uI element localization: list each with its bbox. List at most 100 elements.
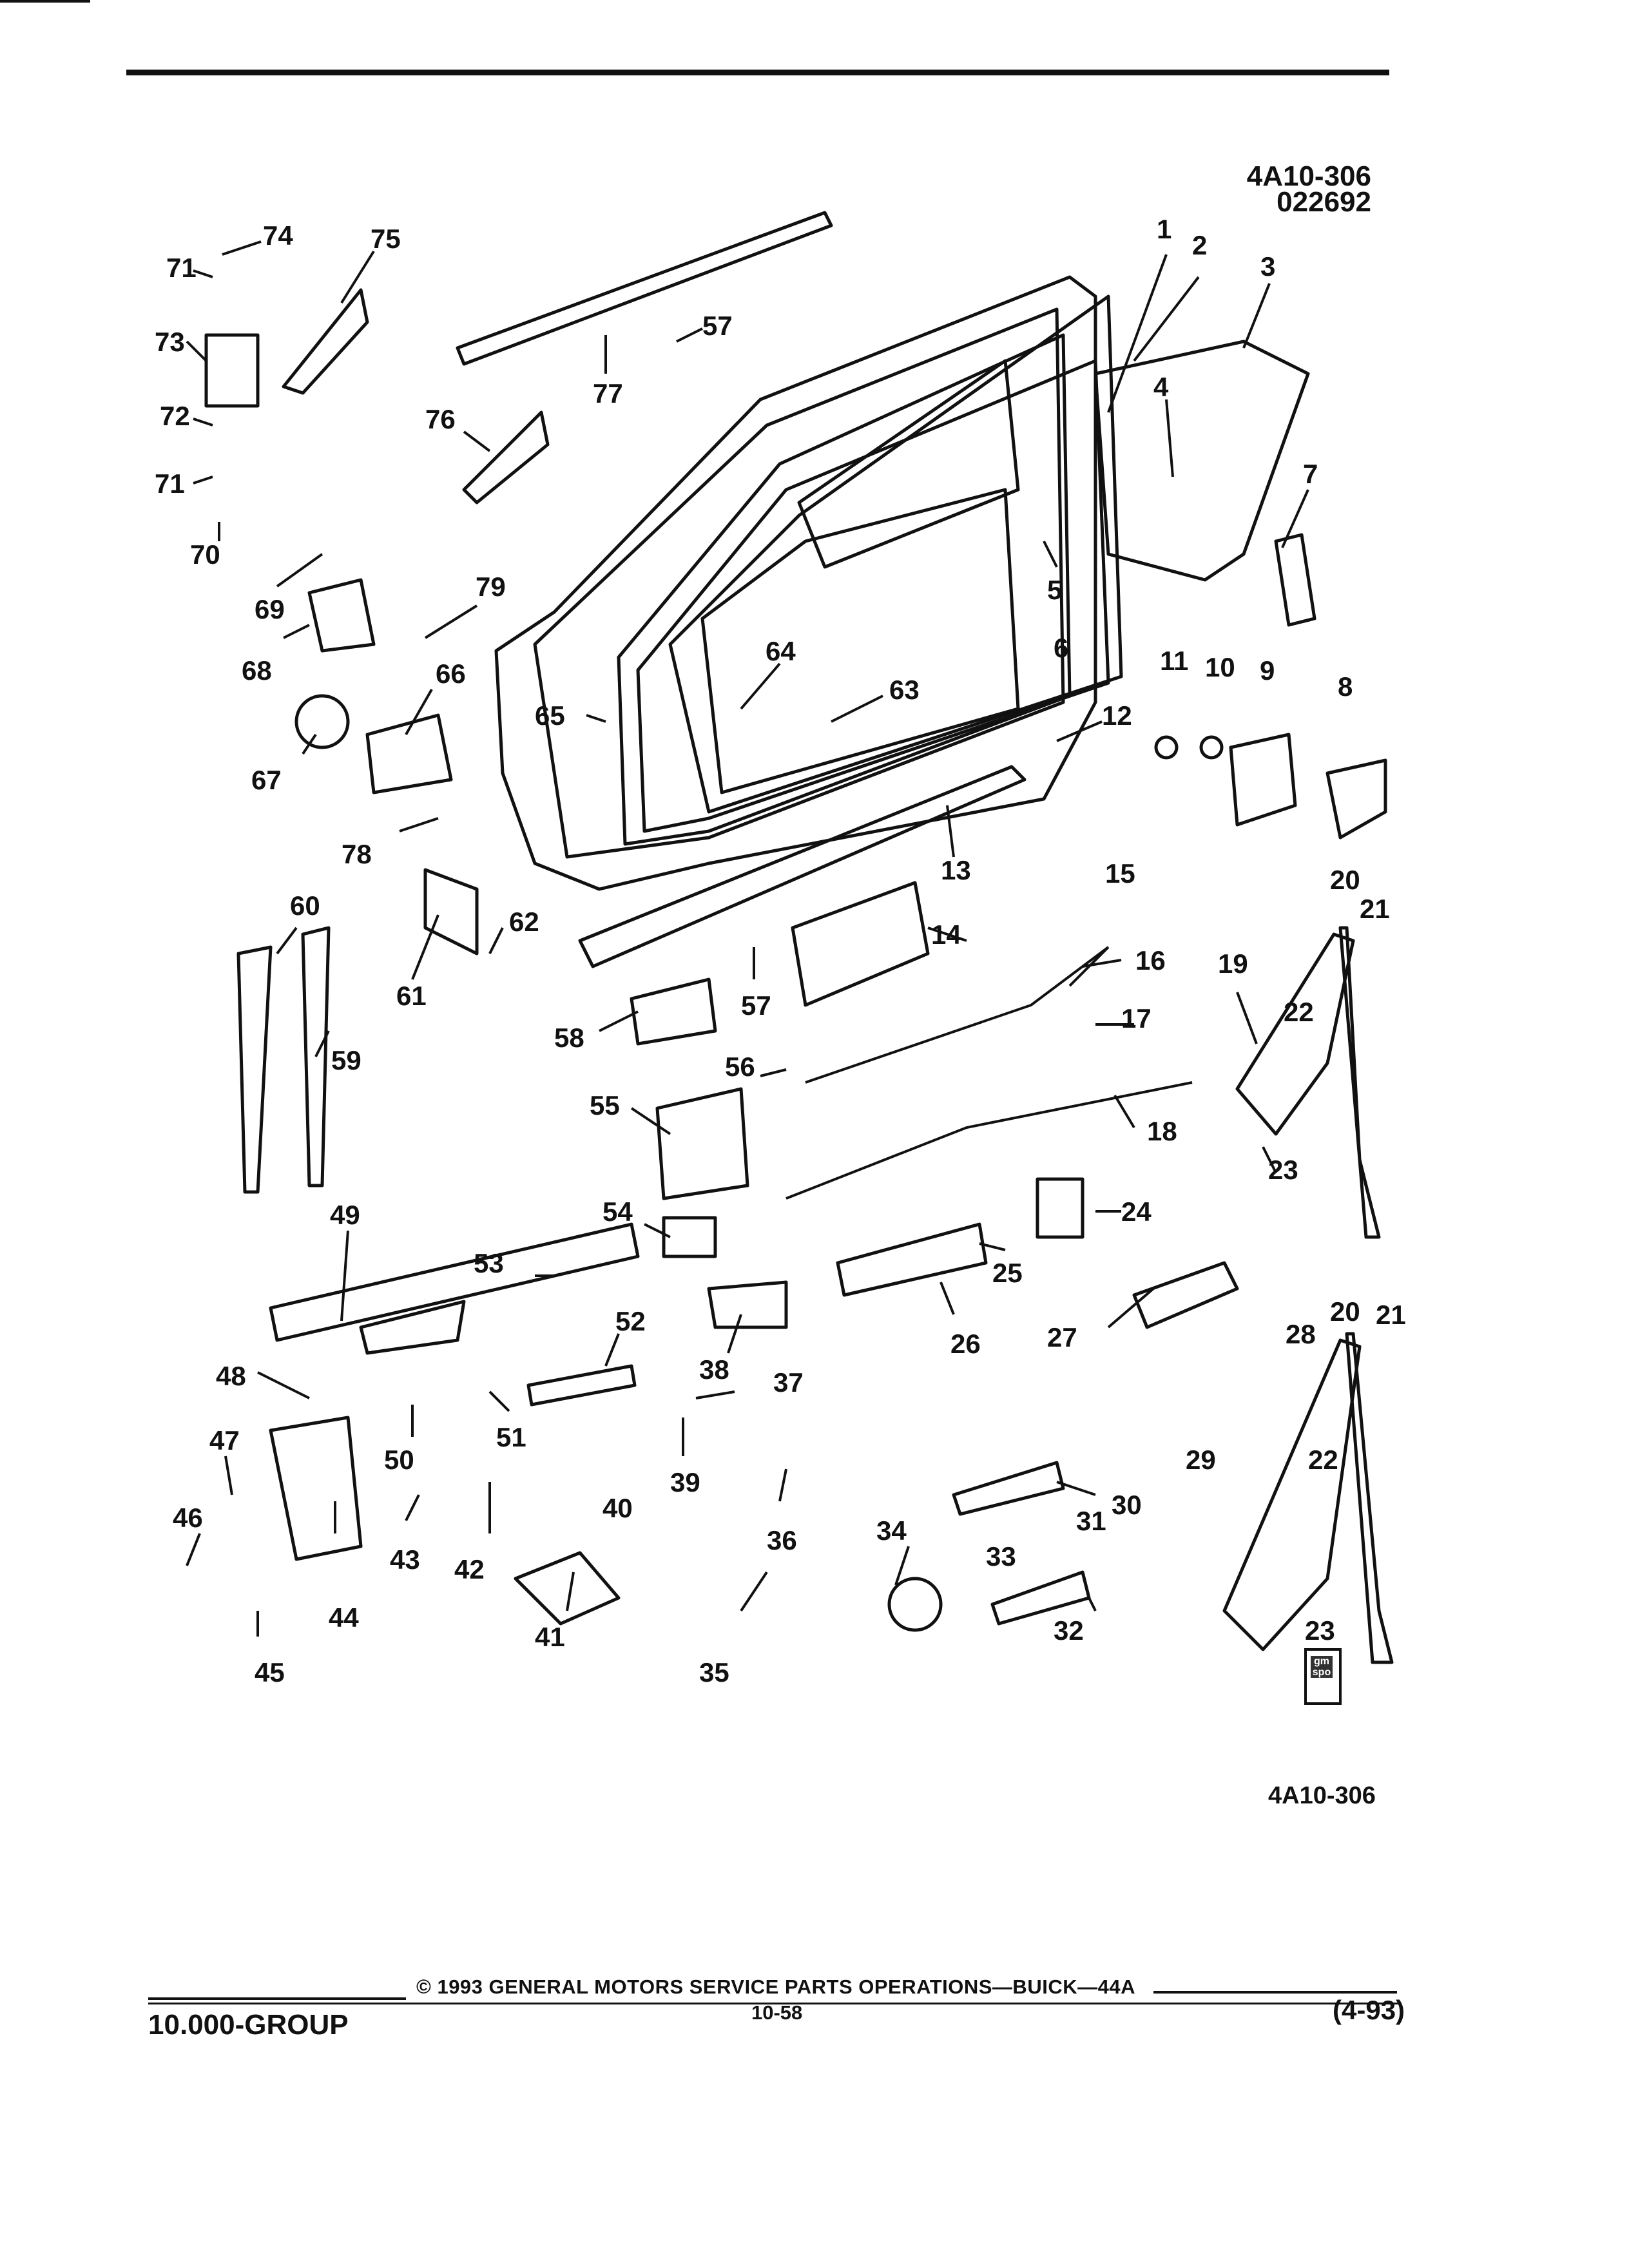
callout-78: 78 bbox=[342, 839, 372, 869]
callout-52: 52 bbox=[615, 1306, 646, 1336]
bracket-76 bbox=[462, 410, 550, 505]
callout-72: 72 bbox=[160, 401, 190, 431]
callout-49: 49 bbox=[330, 1200, 360, 1230]
callout-57-mid: 57 bbox=[741, 990, 771, 1021]
bracket-9 bbox=[1229, 733, 1297, 827]
callout-75: 75 bbox=[371, 224, 401, 254]
clip-24 bbox=[1036, 1177, 1084, 1239]
callout-17: 17 bbox=[1121, 1003, 1152, 1033]
lock-rod-17 bbox=[786, 1081, 1193, 1200]
callout-67: 67 bbox=[251, 765, 282, 795]
callout-53: 53 bbox=[474, 1248, 504, 1278]
callout-68: 68 bbox=[242, 655, 272, 686]
callout-50: 50 bbox=[384, 1445, 414, 1475]
callout-37: 37 bbox=[773, 1367, 804, 1398]
footer-copyright: © 1993 GENERAL MOTORS SERVICE PARTS OPER… bbox=[416, 1975, 1135, 1998]
callout-42: 42 bbox=[454, 1554, 485, 1584]
bumper-67 bbox=[294, 694, 350, 749]
footer-rule-bottom bbox=[148, 2003, 1398, 2004]
callout-34: 34 bbox=[876, 1515, 907, 1546]
callout-64: 64 bbox=[766, 636, 796, 666]
callout-22-top: 22 bbox=[1284, 997, 1314, 1027]
callout-71-top: 71 bbox=[166, 253, 197, 283]
front-run-channel bbox=[236, 945, 273, 1194]
handle-54 bbox=[662, 1216, 717, 1258]
callout-10: 10 bbox=[1205, 652, 1235, 682]
callout-57-top: 57 bbox=[702, 311, 733, 341]
callout-21-top: 21 bbox=[1360, 894, 1390, 924]
callout-56: 56 bbox=[725, 1052, 755, 1082]
callout-16: 16 bbox=[1135, 945, 1166, 975]
callout-38: 38 bbox=[699, 1354, 729, 1385]
callout-3: 3 bbox=[1260, 251, 1275, 282]
callout-74: 74 bbox=[263, 220, 293, 251]
date-code-header: 022692 bbox=[1277, 186, 1371, 218]
callout-70: 70 bbox=[190, 539, 220, 570]
callout-20-top: 20 bbox=[1330, 865, 1360, 895]
callout-35: 35 bbox=[699, 1657, 729, 1687]
callout-23-bottom: 23 bbox=[1305, 1615, 1335, 1646]
callout-41: 41 bbox=[535, 1622, 565, 1652]
callout-55: 55 bbox=[590, 1090, 620, 1120]
callout-14: 14 bbox=[931, 919, 961, 950]
callout-26: 26 bbox=[950, 1329, 981, 1359]
callout-21-bottom: 21 bbox=[1376, 1300, 1406, 1330]
callout-28: 28 bbox=[1286, 1319, 1316, 1349]
callout-62: 62 bbox=[509, 907, 539, 937]
callout-31: 31 bbox=[1076, 1506, 1106, 1536]
handle-25 bbox=[836, 1222, 988, 1297]
callout-5: 5 bbox=[1047, 575, 1062, 605]
figure-code-bottom: 4A10-306 bbox=[1268, 1782, 1376, 1809]
hinge-bracket-73 bbox=[204, 333, 260, 408]
callout-leaders bbox=[186, 240, 1309, 1637]
callout-13: 13 bbox=[941, 855, 971, 885]
callout-19: 19 bbox=[1218, 948, 1248, 979]
callout-6: 6 bbox=[1054, 633, 1068, 663]
callout-36: 36 bbox=[767, 1525, 797, 1555]
grommet-10 bbox=[1199, 735, 1224, 760]
panel-14 bbox=[791, 881, 930, 1007]
callout-71-bottom: 71 bbox=[155, 468, 185, 499]
callout-4: 4 bbox=[1153, 372, 1169, 402]
footer-group: 10.000-GROUP bbox=[148, 2009, 349, 2041]
callout-79: 79 bbox=[476, 572, 506, 602]
callout-47: 47 bbox=[209, 1425, 240, 1456]
callout-12: 12 bbox=[1102, 700, 1132, 731]
housing-41 bbox=[514, 1551, 621, 1626]
callout-76: 76 bbox=[425, 404, 456, 434]
callout-66: 66 bbox=[436, 658, 466, 689]
callout-63: 63 bbox=[889, 675, 920, 705]
outside-handle-55 bbox=[655, 1087, 749, 1200]
footer-rule-left bbox=[148, 1997, 406, 2000]
belt-molding bbox=[578, 765, 1027, 968]
callout-33: 33 bbox=[986, 1541, 1016, 1571]
callout-40: 40 bbox=[602, 1493, 633, 1523]
footer-page-number: 10-58 bbox=[751, 2001, 803, 2024]
callout-45: 45 bbox=[255, 1657, 285, 1687]
callout-29: 29 bbox=[1186, 1445, 1216, 1475]
figure-code-header: 4A10-306 bbox=[1246, 160, 1371, 192]
callout-7: 7 bbox=[1303, 459, 1318, 489]
bracket-68 bbox=[307, 578, 376, 653]
callout-2: 2 bbox=[1192, 230, 1207, 260]
upper-weatherstrip bbox=[456, 211, 833, 366]
callout-18: 18 bbox=[1147, 1116, 1177, 1146]
door-assembly bbox=[494, 275, 1123, 891]
striker-58 bbox=[630, 977, 717, 1046]
callout-39: 39 bbox=[670, 1467, 700, 1497]
footer-revision: (4-93) bbox=[1333, 1995, 1405, 2025]
callout-9: 9 bbox=[1260, 655, 1275, 686]
callout-46: 46 bbox=[173, 1503, 203, 1533]
callout-73: 73 bbox=[155, 327, 185, 357]
callout-61: 61 bbox=[396, 981, 427, 1011]
bracket-38 bbox=[707, 1280, 788, 1329]
grommet-11 bbox=[1154, 735, 1179, 760]
callout-54: 54 bbox=[602, 1196, 633, 1227]
callout-58: 58 bbox=[554, 1023, 584, 1053]
callout-48: 48 bbox=[216, 1361, 246, 1391]
window-regulator-upper bbox=[1235, 932, 1355, 1136]
callout-22-bottom: 22 bbox=[1308, 1445, 1338, 1475]
callout-15: 15 bbox=[1105, 858, 1135, 889]
window-crank bbox=[887, 1577, 943, 1632]
